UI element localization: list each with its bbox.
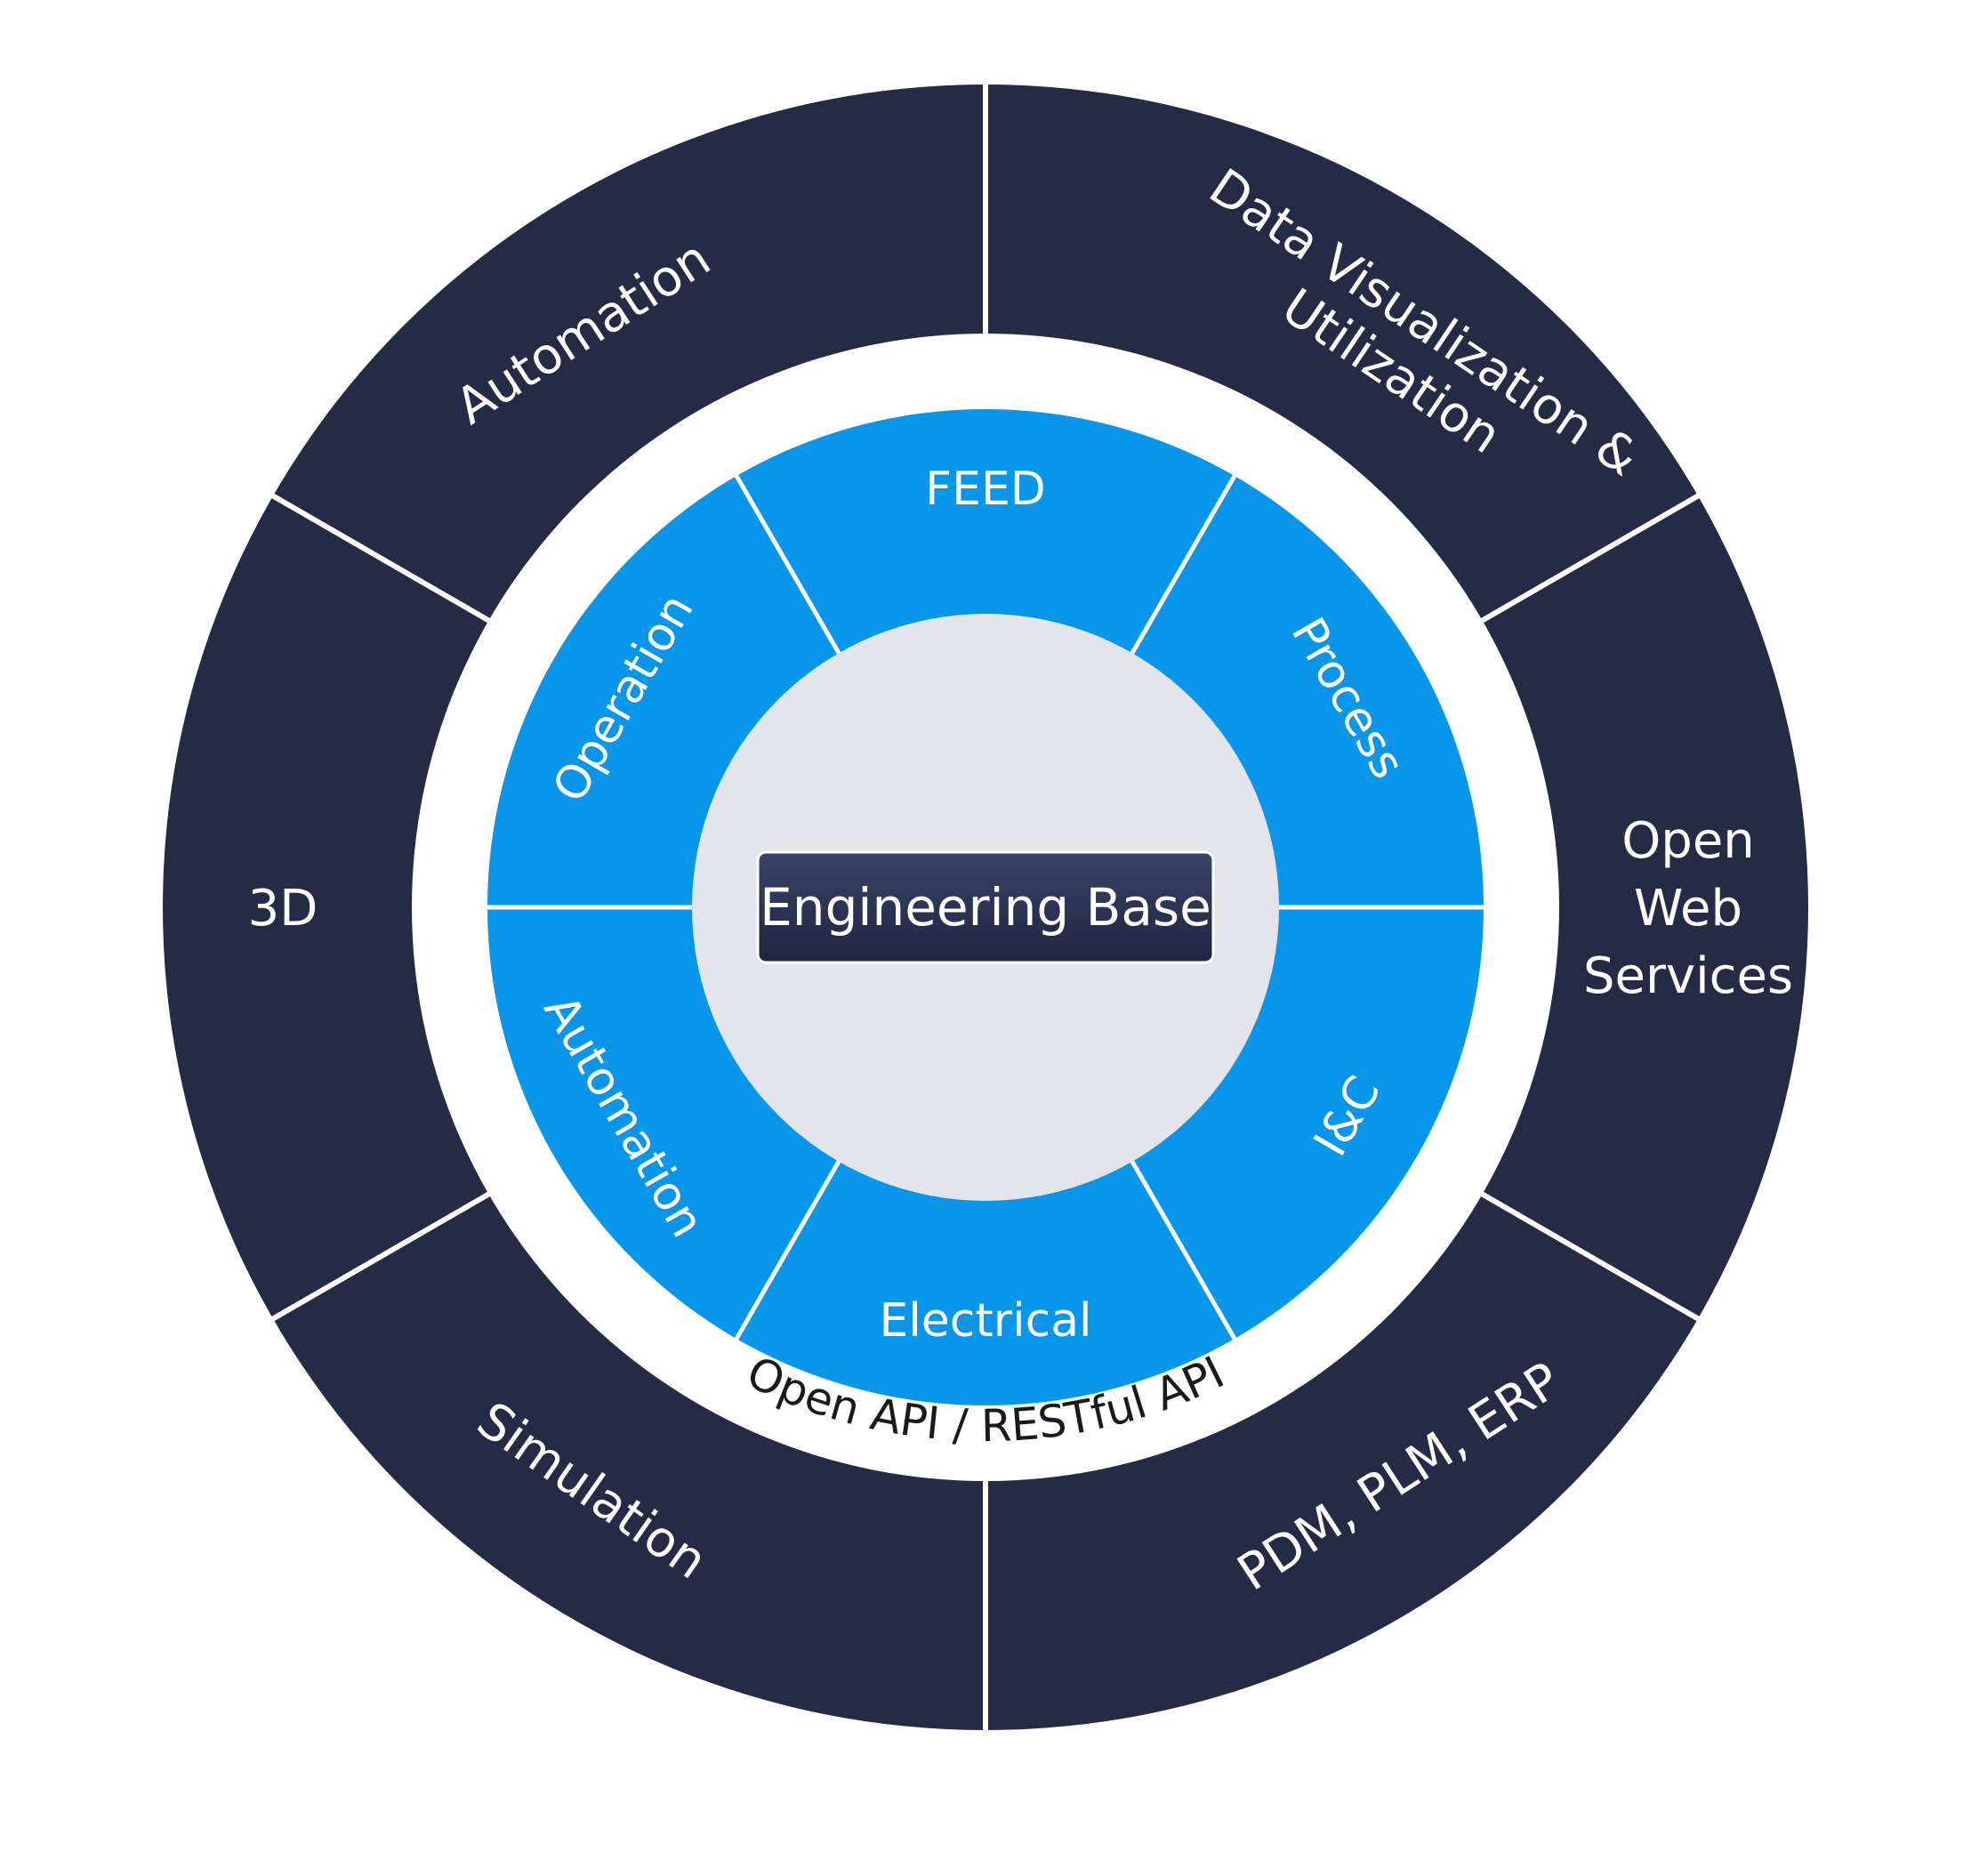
outer-segment-label: Open: [1621, 812, 1755, 870]
inner-ring-dividers: [484, 471, 1487, 1343]
outer-segment: 3D: [248, 880, 318, 938]
inner-segment-label: Electrical: [879, 1294, 1091, 1348]
outer-divider: [1477, 491, 1703, 625]
inner-divider: [732, 1157, 843, 1343]
inner-divider: [1128, 1157, 1239, 1343]
outer-segment-label: Web: [1634, 880, 1742, 938]
inner-divider: [1128, 471, 1239, 657]
inner-segment-label: FEED: [925, 463, 1046, 516]
center-title-box: [756, 850, 1215, 964]
outer-segment-label: Services: [1583, 947, 1793, 1005]
outer-divider: [268, 491, 494, 625]
outer-divider: [268, 1189, 494, 1324]
inner-divider: [732, 471, 843, 657]
outer-ring-dividers: [268, 81, 1703, 1734]
center-title: Engineering Base: [760, 877, 1211, 938]
outer-divider: [1477, 1189, 1703, 1324]
outer-segment-label: 3D: [248, 880, 318, 938]
